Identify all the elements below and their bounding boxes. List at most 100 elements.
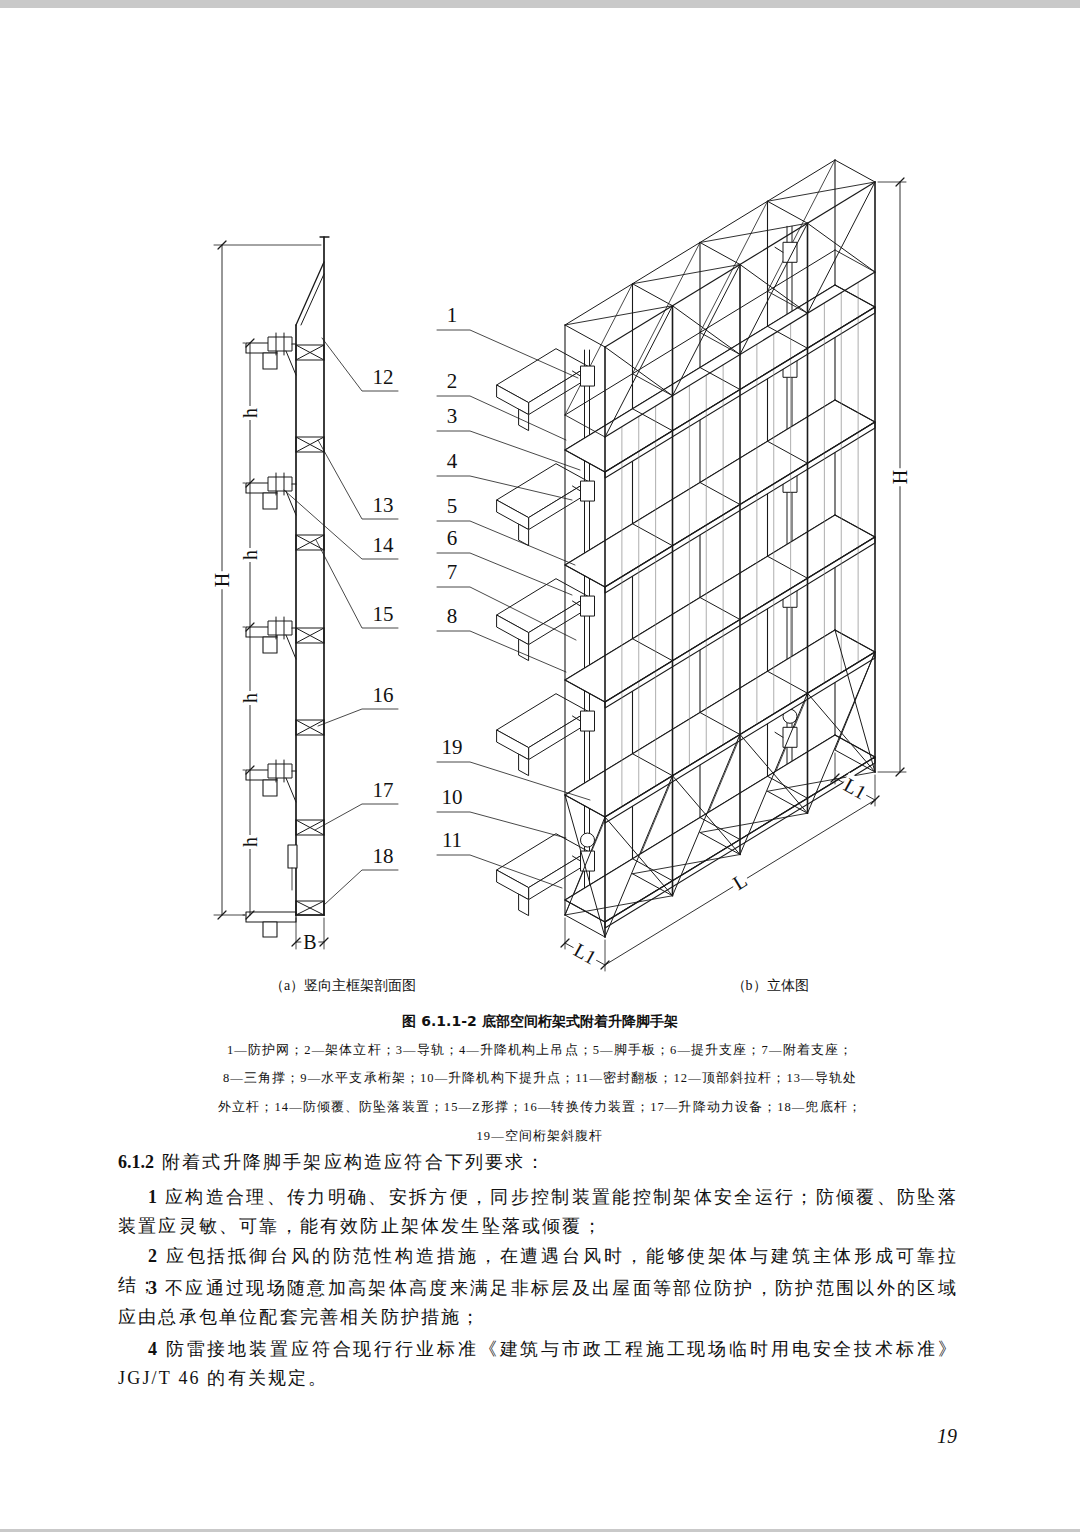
attachment-support [783, 727, 797, 747]
space-truss-diagonal [740, 693, 808, 854]
dimension-label: h [239, 835, 262, 849]
dimension-line [250, 343, 251, 915]
attachment-support [783, 242, 797, 262]
protective-net [621, 427, 622, 807]
callout-number: 12 [373, 365, 394, 389]
support-arm [573, 486, 581, 491]
attachment-support [581, 366, 595, 386]
anti-tilt-device [284, 473, 285, 495]
dimension-tick [246, 766, 254, 774]
clause-paragraph: 3不应通过现场随意加高架体高度来满足非标层及出屋面等部位防护，防护范围以外的区域… [118, 1274, 958, 1332]
z-brace [296, 628, 324, 643]
top-brace [605, 306, 673, 437]
cross-member [565, 680, 605, 702]
top-brace [633, 265, 741, 284]
top-diagonal-tie [296, 262, 324, 325]
attachment-support [268, 477, 292, 491]
dimension-tick [218, 911, 226, 919]
subfigure-caption: （b）立体图 [732, 978, 809, 994]
attachment-link [292, 343, 296, 344]
protective-net [638, 416, 639, 796]
legend-key-line: 8—三角撑；9—水平支承桁架；10—升降机构下提升点；11—密封翻板；12—顶部… [223, 1071, 857, 1085]
anti-tilt-device [276, 473, 277, 495]
z-brace [296, 720, 324, 735]
callout-number: 19 [442, 735, 463, 759]
attachment-support [581, 481, 595, 501]
top-brace [808, 223, 876, 272]
clause-text: 不应通过现场随意加高架体高度来满足非标层及出屋面等部位防护，防护范围以外的区域应… [118, 1278, 958, 1327]
clause-number: 1 [148, 1187, 157, 1207]
z-brace [296, 345, 324, 360]
truss-panel [296, 437, 324, 452]
truss-panel [296, 345, 324, 360]
bottom-cross-member [700, 833, 740, 855]
top-cross-member [835, 250, 875, 272]
dimension-label: L [727, 868, 753, 896]
clause-text: 防雷接地装置应符合现行行业标准《建筑与市政工程施工现场临时用电安全技术标准》JG… [118, 1339, 958, 1388]
space-truss-diagonal [740, 735, 808, 814]
protective-net [790, 324, 791, 704]
support-arm [775, 247, 783, 252]
outer-rail [605, 182, 875, 347]
bottom-cross-member [633, 874, 673, 896]
dimension-tick [320, 938, 328, 946]
callout-number: 1 [447, 303, 458, 327]
clause-paragraph: 6.1.2附着式升降脚手架应构造应符合下列要求： [118, 1148, 958, 1177]
cross-member [565, 450, 605, 472]
protective-net [756, 344, 757, 724]
callout-number: 13 [373, 493, 394, 517]
bottom-cross-member [565, 915, 605, 937]
callout-number: 2 [447, 369, 458, 393]
top-diagonal-tie [301, 274, 324, 325]
callout-number: 14 [373, 533, 394, 557]
protective-net [824, 303, 825, 683]
callout-number: 4 [447, 449, 458, 473]
floor-slab-side [497, 500, 529, 530]
hoist-device [581, 833, 595, 847]
dimension-label: h [239, 691, 262, 705]
top-brace [565, 284, 633, 415]
outer-upright [874, 182, 876, 772]
support-brace [286, 351, 296, 375]
extension-line [243, 343, 245, 344]
triangle-brace [835, 630, 875, 772]
extension-line [243, 915, 245, 916]
callout-number: 3 [447, 404, 458, 428]
dimension-tick [218, 241, 226, 249]
leader-line [437, 396, 566, 440]
callout-number: 6 [447, 526, 458, 550]
floor-slab-edge [529, 711, 588, 759]
clause-text: 附着式升降脚手架应构造应符合下列要求： [162, 1152, 546, 1172]
top-cap [320, 236, 329, 237]
extension-line [878, 182, 906, 183]
callout-number: 17 [373, 778, 394, 802]
scaffold-board [565, 285, 875, 472]
callout-number: 15 [373, 602, 394, 626]
top-brace [700, 223, 808, 242]
attachment-link [292, 770, 296, 771]
top-brace [633, 243, 701, 374]
support-brace [286, 491, 296, 515]
space-truss-diagonal [673, 735, 741, 896]
leader-line [437, 855, 562, 888]
attachment-link [292, 483, 296, 484]
leader-line [437, 476, 572, 500]
truss-panel [296, 720, 324, 735]
leader-line [322, 338, 398, 391]
support-arm [573, 371, 581, 376]
hoist-device [288, 845, 297, 868]
z-brace [296, 437, 324, 452]
callout-number: 8 [447, 604, 458, 628]
space-truss-diagonal [633, 855, 741, 874]
anti-tilt-device [276, 617, 277, 639]
anti-tilt-device [284, 760, 285, 782]
attachment-support [581, 596, 595, 616]
extension-line [296, 918, 297, 949]
dimension-tick [896, 178, 904, 186]
floor-beam [263, 780, 277, 796]
top-brace [768, 182, 876, 201]
section-view [214, 237, 398, 949]
floor-slab [246, 912, 296, 922]
top-brace [565, 306, 673, 325]
